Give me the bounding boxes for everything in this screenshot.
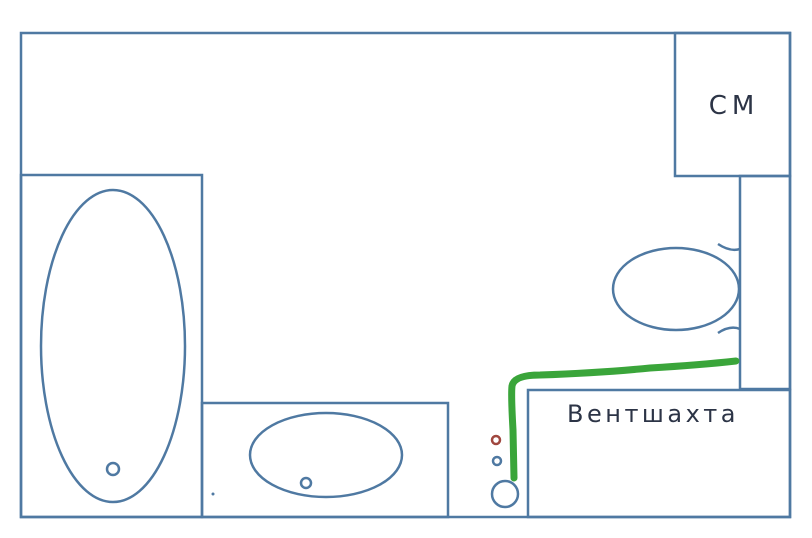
floor-marker-dot — [211, 492, 215, 496]
toilet-bowl — [611, 246, 741, 332]
toilet-installation-box — [738, 174, 792, 391]
sink-drain-icon — [299, 476, 313, 490]
pipe-route-line — [508, 357, 740, 482]
hot-water-point-icon — [490, 434, 502, 446]
bathtub-drain-icon — [105, 461, 121, 477]
washing-machine-box — [673, 31, 792, 178]
cold-water-point-icon — [491, 455, 503, 467]
vent-shaft-box — [526, 388, 792, 519]
toilet-seat-bracket — [717, 242, 741, 252]
vent-shaft-label: Вентшахта — [567, 400, 739, 428]
washing-machine-label: СМ — [709, 91, 760, 121]
sewer-riser-icon — [490, 479, 520, 509]
bathtub-basin — [39, 188, 187, 504]
sink-cabinet — [200, 401, 450, 519]
bathtub-box — [19, 173, 204, 519]
toilet-seat-bracket — [717, 326, 741, 335]
sink-basin — [248, 411, 404, 499]
